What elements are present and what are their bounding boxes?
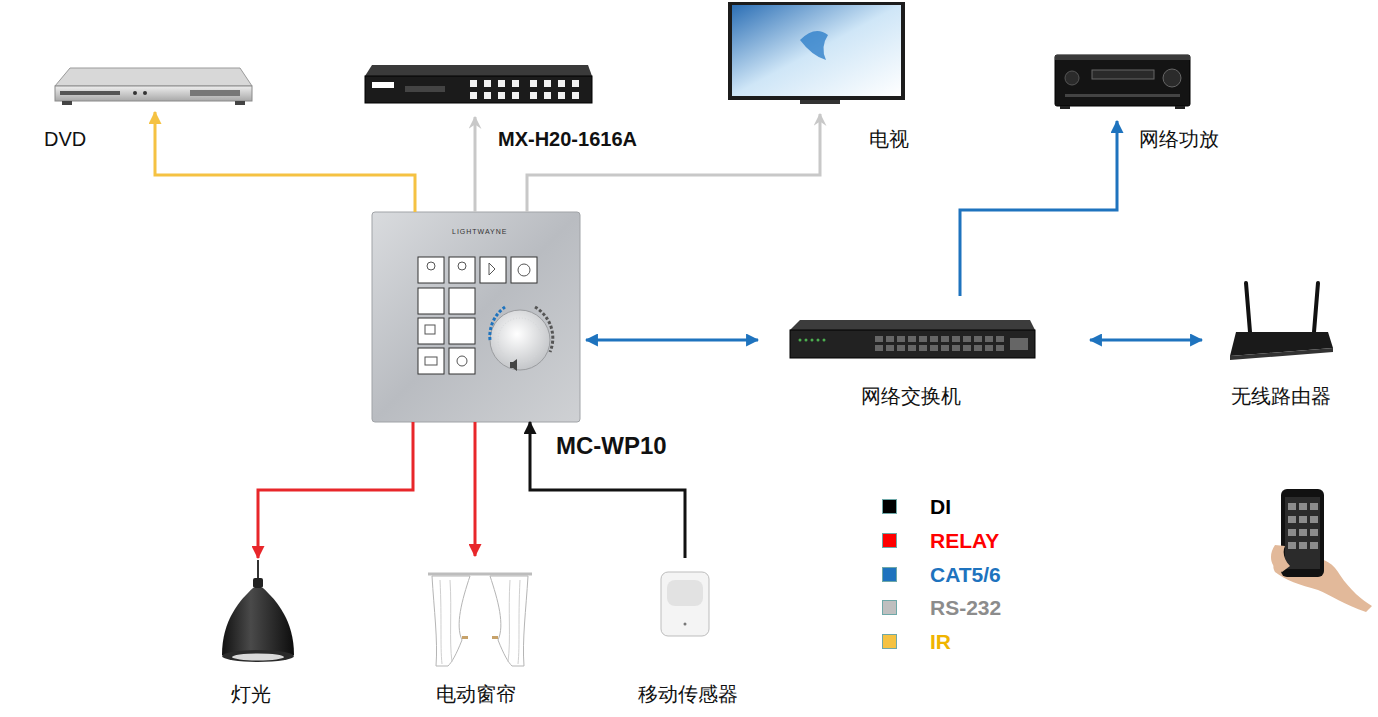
device-label: 网络功放 (1139, 127, 1219, 151)
television (728, 2, 905, 104)
device-label: 灯光 (231, 682, 271, 706)
signal-connector (586, 339, 758, 342)
control-panel (372, 212, 580, 422)
brand-logo: LIGHTWAYNE (452, 228, 508, 235)
signal-connector (1090, 339, 1202, 342)
wireless-router (1230, 283, 1333, 360)
device-label: 移动传感器 (638, 682, 738, 706)
signal-connector (530, 422, 685, 558)
network-amplifier (1055, 55, 1190, 109)
device-label: MC-WP10 (556, 432, 667, 461)
pendant-lamp (222, 560, 294, 662)
device-label: MX-H20-1616A (498, 127, 637, 151)
curtain-node: 电动窗帘 (428, 570, 532, 668)
legend-swatch (882, 634, 897, 649)
signal-connector (960, 121, 1117, 296)
panel-node: MC-WP10 (372, 212, 580, 422)
lamp-node: 灯光 (220, 570, 296, 665)
device-label: 无线路由器 (1231, 384, 1331, 408)
electric-curtain (428, 574, 532, 666)
tv-node: 电视 (728, 2, 905, 102)
device-label: 网络交换机 (861, 384, 961, 408)
hdmi-matrix (365, 65, 592, 103)
device-label: 电视 (869, 127, 909, 151)
legend-text: CAT5/6 (930, 562, 1001, 587)
legend-swatch (882, 567, 897, 582)
router-node: 无线路由器 (1228, 282, 1333, 360)
signal-connector (474, 117, 477, 212)
amplifier-node: 网络功放 (1055, 55, 1190, 109)
matrix-node: MX-H20-1616A (365, 65, 592, 103)
legend-swatch (882, 499, 897, 514)
sensor-node: 移动传感器 (660, 570, 710, 637)
network-switch (790, 320, 1035, 358)
signal-connector (155, 112, 415, 212)
legend-text: DI (930, 494, 951, 519)
phone-in-hand (1271, 489, 1372, 612)
legend-swatch (882, 533, 897, 548)
device-label: 电动窗帘 (436, 682, 516, 706)
switch-node: 网络交换机 (790, 320, 1035, 360)
legend-text: RS-232 (930, 595, 1001, 620)
signal-connector (474, 422, 477, 556)
dvd-node: DVD (55, 68, 252, 105)
legend-text: IR (930, 629, 951, 654)
dvd-player (55, 68, 252, 105)
device-label: DVD (44, 127, 86, 151)
signal-connector (258, 422, 413, 558)
motion-sensor (661, 572, 709, 636)
legend-text: RELAY (930, 528, 999, 553)
legend-swatch (882, 600, 897, 615)
